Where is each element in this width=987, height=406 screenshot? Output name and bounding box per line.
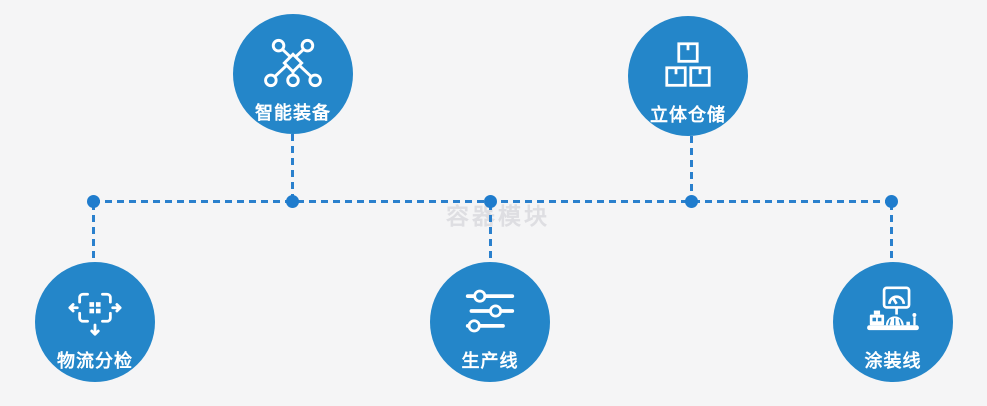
node-label: 物流分检 xyxy=(57,351,133,371)
node-logistics-sorting: 物流分检 xyxy=(35,262,155,382)
node-label: 智能装备 xyxy=(255,103,331,123)
icon-wrap xyxy=(464,283,516,339)
sliders-icon xyxy=(465,289,515,333)
industrial-machine-icon xyxy=(867,286,919,331)
icon-wrap xyxy=(262,35,324,91)
connector-vertical-intelligent-equipment xyxy=(291,134,294,201)
connector-vertical-production-line xyxy=(489,203,492,263)
junction-dot xyxy=(87,195,100,208)
node-label: 生产线 xyxy=(461,351,519,371)
icon-wrap xyxy=(662,37,714,93)
junction-dot xyxy=(484,195,497,208)
node-intelligent-equipment: 智能装备 xyxy=(233,14,353,134)
node-stereoscopic-warehouse: 立体仓储 xyxy=(628,16,748,136)
sort-distribute-icon xyxy=(68,292,122,336)
watermark: 容器模块 xyxy=(446,203,550,229)
icon-wrap xyxy=(67,283,123,339)
stacked-boxes-icon xyxy=(665,42,711,87)
connector-vertical-logistics-sorting xyxy=(92,203,95,263)
icon-wrap xyxy=(860,283,926,339)
node-painting-line: 涂装线 xyxy=(833,262,953,382)
node-label: 立体仓储 xyxy=(650,105,726,125)
node-production-line: 生产线 xyxy=(430,262,550,382)
node-label: 涂装线 xyxy=(864,351,922,371)
junction-dot xyxy=(286,195,299,208)
connector-vertical-painting-line xyxy=(890,203,893,263)
connector-vertical-stereoscopic-warehouse xyxy=(690,136,693,201)
network-nodes-icon xyxy=(264,38,322,88)
junction-dot xyxy=(685,195,698,208)
junction-dot xyxy=(885,195,898,208)
